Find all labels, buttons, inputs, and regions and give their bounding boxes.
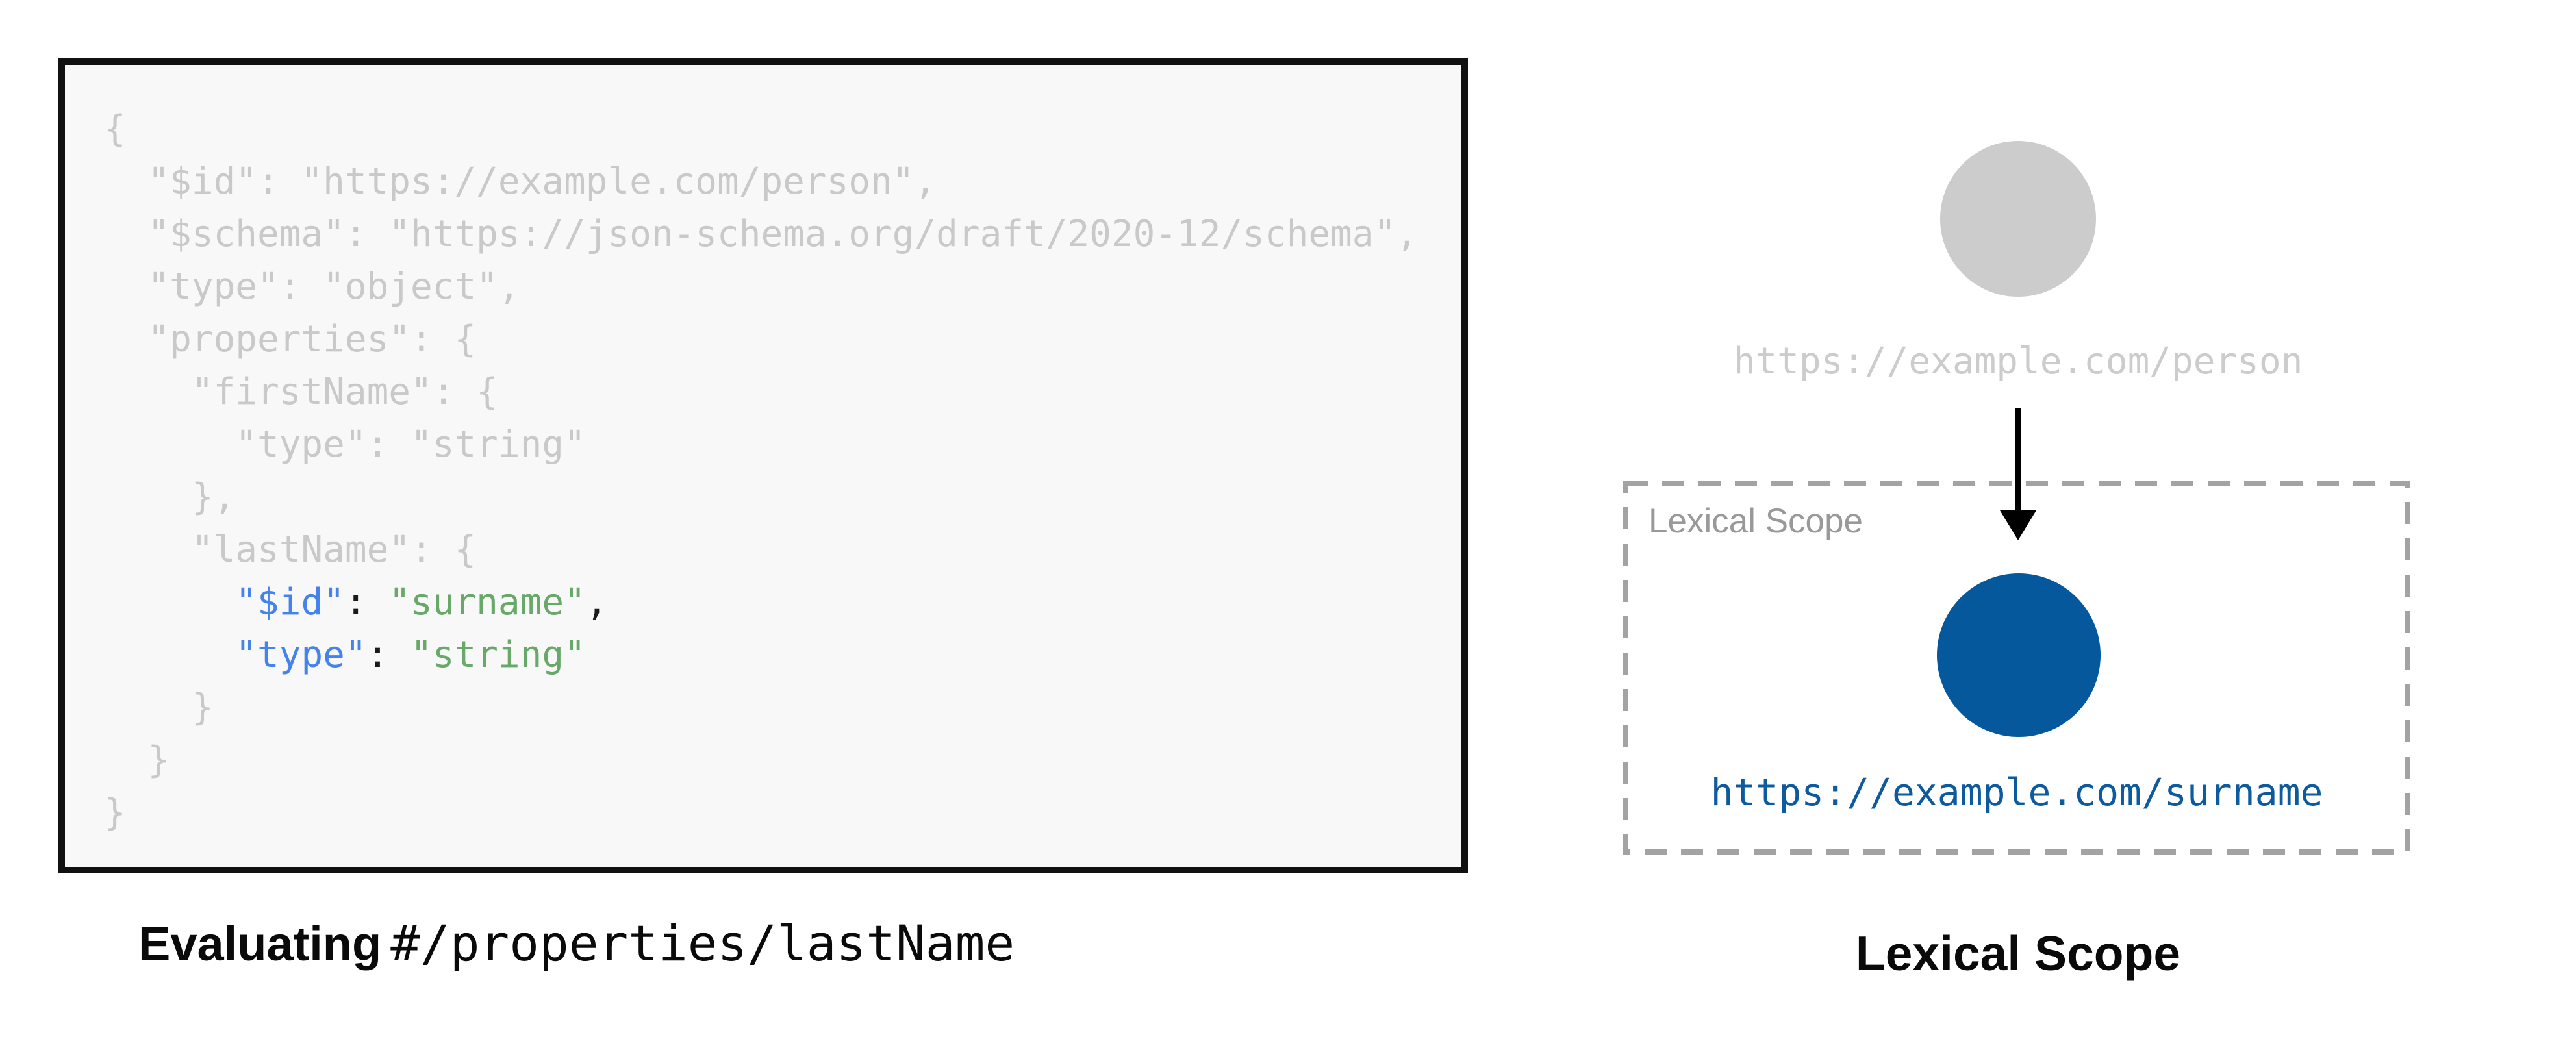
- code-line: "$id": "https://example.com/person",: [104, 155, 1418, 208]
- code-segment-muted: }: [104, 792, 126, 834]
- code-line: "type": "object",: [104, 260, 1418, 313]
- code-line: "$id": "surname",: [104, 576, 1418, 629]
- code-segment-muted: "type": "object",: [104, 266, 520, 308]
- code-line: "lastName": {: [104, 523, 1418, 576]
- lexical-scope-caption: Lexical Scope: [1855, 926, 2181, 981]
- code-line: },: [104, 471, 1418, 523]
- code-segment-key: "$id": [235, 581, 345, 623]
- surname-uri-label: https://example.com/surname: [1710, 770, 2323, 814]
- code-segment-key: "type": [235, 634, 367, 676]
- code-line: "$schema": "https://json-schema.org/draf…: [104, 208, 1418, 260]
- code-segment-muted: }: [104, 739, 170, 781]
- surname-node-circle: [1937, 573, 2101, 737]
- person-node-circle: [1940, 141, 2096, 297]
- code-segment-muted: "$schema": "https://json-schema.org/draf…: [104, 213, 1418, 255]
- arrow-head: [2000, 510, 2036, 540]
- lexical-scope-box-label: Lexical Scope: [1648, 502, 1863, 540]
- lexical-scope-box: [1623, 481, 2410, 855]
- code-segment-punct: :: [366, 634, 411, 676]
- code-segment-muted: "properties": {: [104, 318, 477, 360]
- code-segment-muted: "type": "string": [104, 423, 586, 466]
- code-segment-value: "string": [410, 634, 586, 676]
- code-segment-punct: ,: [585, 581, 608, 623]
- code-segment-muted: [104, 581, 235, 623]
- person-uri-label: https://example.com/person: [1733, 340, 2303, 382]
- code-line: }: [104, 786, 1418, 839]
- code-line: {: [104, 103, 1418, 155]
- code-line: "properties": {: [104, 313, 1418, 366]
- code-segment-muted: [104, 634, 235, 676]
- code-segment-muted: {: [104, 108, 126, 150]
- json-schema-code-panel: { "$id": "https://example.com/person", "…: [58, 58, 1468, 873]
- arrow-down-icon: [2000, 408, 2036, 540]
- code-segment-muted: }: [104, 686, 214, 729]
- code-segment-muted: },: [104, 476, 236, 518]
- code-line: }: [104, 734, 1418, 786]
- code-segment-muted: "firstName": {: [104, 371, 498, 413]
- code-segment-value: "surname": [388, 581, 586, 623]
- json-pointer-path: #/properties/lastName: [390, 914, 1015, 972]
- code-segment-punct: :: [344, 581, 389, 623]
- code-line: }: [104, 681, 1418, 734]
- code-line: "firstName": {: [104, 366, 1418, 418]
- code-content: { "$id": "https://example.com/person", "…: [104, 103, 1418, 839]
- code-segment-muted: "$id": "https://example.com/person",: [104, 160, 937, 203]
- lexical-scope-dashed-border: [1623, 481, 2410, 855]
- code-segment-muted: "lastName": {: [104, 529, 477, 571]
- code-line: "type": "string": [104, 629, 1418, 681]
- code-line: "type": "string": [104, 418, 1418, 471]
- left-caption: Evaluating#/properties/lastName: [138, 914, 1015, 972]
- evaluating-label: Evaluating: [138, 917, 382, 971]
